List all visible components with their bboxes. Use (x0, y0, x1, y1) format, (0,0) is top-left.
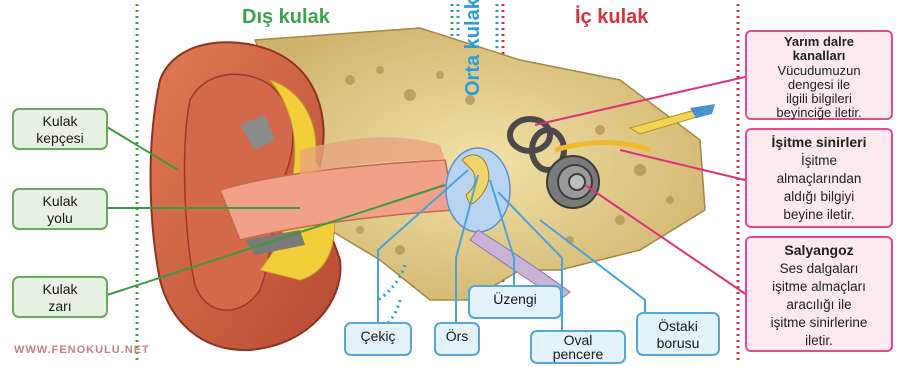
eardrum-label-line1: Kulak (16, 281, 104, 298)
outer-ear-title: Dış kulak (242, 6, 330, 29)
semicircular-desc-line2: dengesi ile (750, 78, 888, 92)
ear-canal-label: Kulak yolu (12, 188, 108, 230)
inner-ear-title: İç kulak (575, 6, 648, 29)
auditory-nerve-info: İşitme sinirleri İşitme almaçlarından al… (745, 128, 893, 228)
oval-window-label-line1: Oval (534, 333, 622, 347)
pinna-label: Kulak kepçesi (12, 108, 108, 150)
eardrum-label: Kulak zarı (12, 276, 108, 318)
auditory-nerve-desc-line4: beyine iletir. (750, 206, 888, 224)
cochlea-info: Salyangoz Ses dalgaları işitme almaçları… (745, 236, 893, 352)
cochlea-desc-line2: işitme almaçları (750, 278, 888, 296)
pinna-label-line2: kepçesi (16, 130, 104, 147)
oval-window-label-line2: pencere (534, 347, 622, 361)
semicircular-desc-line4: beyinciğe iletir. (750, 106, 888, 120)
semicircular-title-line2: kanalları (750, 49, 888, 63)
eustachian-label-line1: Östaki (640, 318, 716, 335)
middle-ear-title: Orta kulak (462, 56, 482, 96)
cochlea-title: Salyangoz (750, 241, 888, 259)
auditory-nerve-desc-line3: aldığı bilgiyi (750, 188, 888, 206)
anvil-label: Örs (434, 322, 480, 356)
cochlea (547, 156, 599, 208)
cochlea-desc-line5: iletir. (750, 332, 888, 350)
semicircular-title-line1: Yarım dalre (750, 35, 888, 49)
auditory-nerve-desc-line2: almaçlarından (750, 170, 888, 188)
oval-window-label: Oval pencere (530, 330, 626, 364)
eustachian-label: Östaki borusu (636, 312, 720, 356)
auditory-nerve-title: İşitme sinirleri (750, 133, 888, 151)
stirrup-label: Üzengi (468, 285, 562, 319)
ear-canal-label-line1: Kulak (16, 193, 104, 210)
cochlea-desc-line1: Ses dalgaları (750, 260, 888, 278)
semicircular-canals-info: Yarım dalre kanalları Vücudumuzun denges… (745, 30, 893, 120)
eustachian-label-line2: borusu (640, 335, 716, 352)
cochlea-desc-line3: aracılığı ile (750, 296, 888, 314)
hammer-label: Çekiç (344, 322, 412, 356)
eardrum-label-line2: zarı (16, 298, 104, 315)
semicircular-desc-line3: ilgili bilgileri (750, 92, 888, 106)
watermark: WWW.FENOKULU.NET (14, 344, 150, 356)
auditory-nerve-desc-line1: İşitme (750, 152, 888, 170)
semicircular-desc-line1: Vücudumuzun (750, 64, 888, 78)
cochlea-desc-line4: işitme sinirlerine (750, 314, 888, 332)
pinna-label-line1: Kulak (16, 113, 104, 130)
ear-canal-label-line2: yolu (16, 210, 104, 227)
